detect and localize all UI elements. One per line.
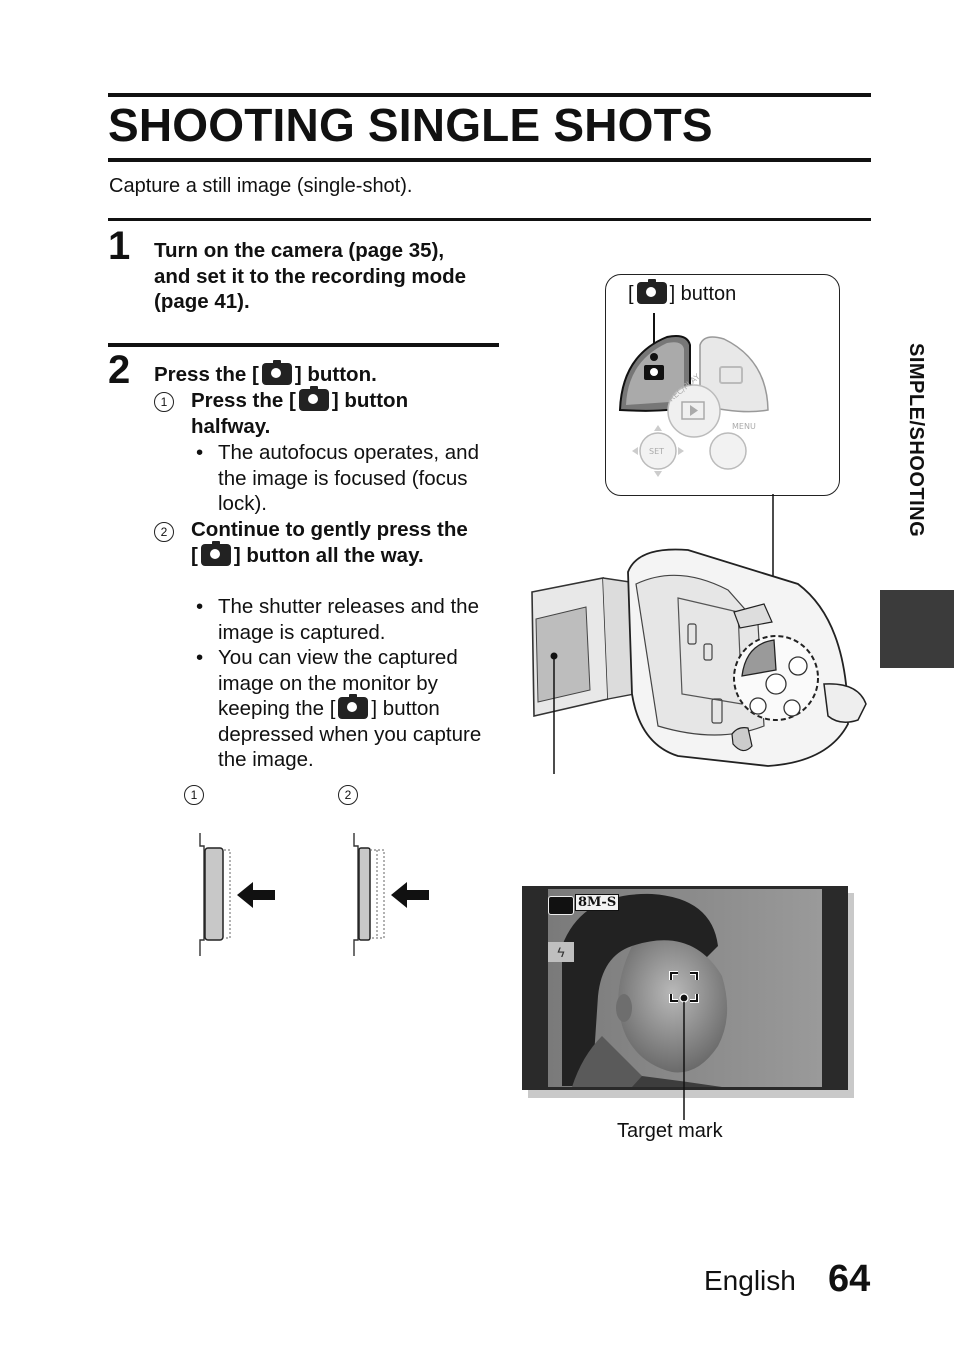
bullet-dot: • xyxy=(196,595,204,618)
substep2-bullet2-text-b: ] button depressed when you capture the … xyxy=(218,697,482,771)
camera-icon xyxy=(200,540,231,566)
press-label-1: 1 xyxy=(184,785,204,805)
section-side-tab xyxy=(880,590,954,668)
menu-text: MENU xyxy=(732,422,756,431)
camera-icon xyxy=(261,360,292,385)
substep1-number: 1 xyxy=(154,392,174,412)
substep2-bullet2-text-a: You can view the captured image on the m… xyxy=(218,646,458,720)
page-subtitle: Capture a still image (single-shot). xyxy=(109,175,413,197)
target-mark-label: Target mark xyxy=(617,1120,723,1142)
step2-heading-b: ] button. xyxy=(294,363,377,386)
section-rule xyxy=(108,218,871,221)
substep1-text-a: Press the [ xyxy=(191,389,296,412)
menu-button-icon xyxy=(709,432,747,470)
step1-number: 1 xyxy=(108,224,131,268)
substep1-text: Press the [] button halfway. xyxy=(191,386,481,439)
top-rule xyxy=(108,93,871,97)
substep2-bullet1: • The shutter releases and the image is … xyxy=(196,594,488,645)
bullet-dot: • xyxy=(196,441,204,464)
arrow-left-icon xyxy=(237,882,275,908)
page-title: SHOOTING SINGLE SHOTS xyxy=(108,99,713,151)
portrait-photo xyxy=(548,889,822,1087)
camera-icon xyxy=(298,386,329,411)
press-label-2: 2 xyxy=(338,785,358,805)
target-mark-icon xyxy=(669,971,699,1003)
camera-icon xyxy=(636,279,667,304)
record-button-icon xyxy=(699,336,769,413)
set-text: SET xyxy=(649,447,664,456)
substep1-bullet-text: The autofocus operates, and the image is… xyxy=(218,441,479,515)
bullet-dot: • xyxy=(196,646,204,669)
press-fully-figure xyxy=(353,833,429,956)
section-side-label: SIMPLE/SHOOTING xyxy=(905,343,927,538)
page-number: 64 xyxy=(828,1258,871,1300)
step2-heading-a: Press the [ xyxy=(154,363,259,386)
target-leader-line xyxy=(679,993,689,1120)
camera-illustration xyxy=(531,494,867,774)
substep2-marker: 2 xyxy=(154,519,174,545)
press-figure-label-1: 1 xyxy=(184,785,204,806)
step2-number: 2 xyxy=(108,348,131,392)
callout-label: [ ] button xyxy=(628,279,737,306)
button-panel-illustration: REC/PLAY SET MENU xyxy=(618,313,769,477)
press-figure-label-2: 2 xyxy=(338,785,358,806)
substep2-bullet2: • You can view the captured image on the… xyxy=(196,645,488,773)
step2-heading: Press the [ ] button. xyxy=(154,360,494,388)
substep2-bullet1-text: The shutter releases and the image is ca… xyxy=(218,595,479,644)
resolution-badge: 8M-S xyxy=(575,894,620,911)
callout-label-a: [ xyxy=(628,283,634,305)
callout-label-b: ] button xyxy=(669,283,737,305)
title-under-rule xyxy=(108,158,871,162)
set-dial-icon xyxy=(639,432,677,470)
substep2-text-b: ] button all the way. xyxy=(233,543,424,567)
step2-rule xyxy=(108,343,499,347)
substep2-text-a: Continue to gently press the [ xyxy=(191,518,468,567)
substep1-marker: 1 xyxy=(154,389,174,415)
substep2-number: 2 xyxy=(154,522,174,542)
monitor-screen: 8M-S ϟ xyxy=(522,886,848,1090)
step1-text: Turn on the camera (page 35), and set it… xyxy=(154,239,467,313)
camera-icon xyxy=(338,694,369,719)
camera-mode-icon xyxy=(548,896,574,915)
press-halfway-figure xyxy=(199,833,275,956)
substep1-bullet: • The autofocus operates, and the image … xyxy=(196,440,488,517)
flash-off-icon: ϟ xyxy=(548,942,574,962)
substep2-text: Continue to gently press the [] button a… xyxy=(191,517,476,568)
substep1-text-b: ] button halfway. xyxy=(191,389,409,438)
arrow-left-icon xyxy=(391,882,429,908)
footer-language: English xyxy=(704,1265,796,1296)
